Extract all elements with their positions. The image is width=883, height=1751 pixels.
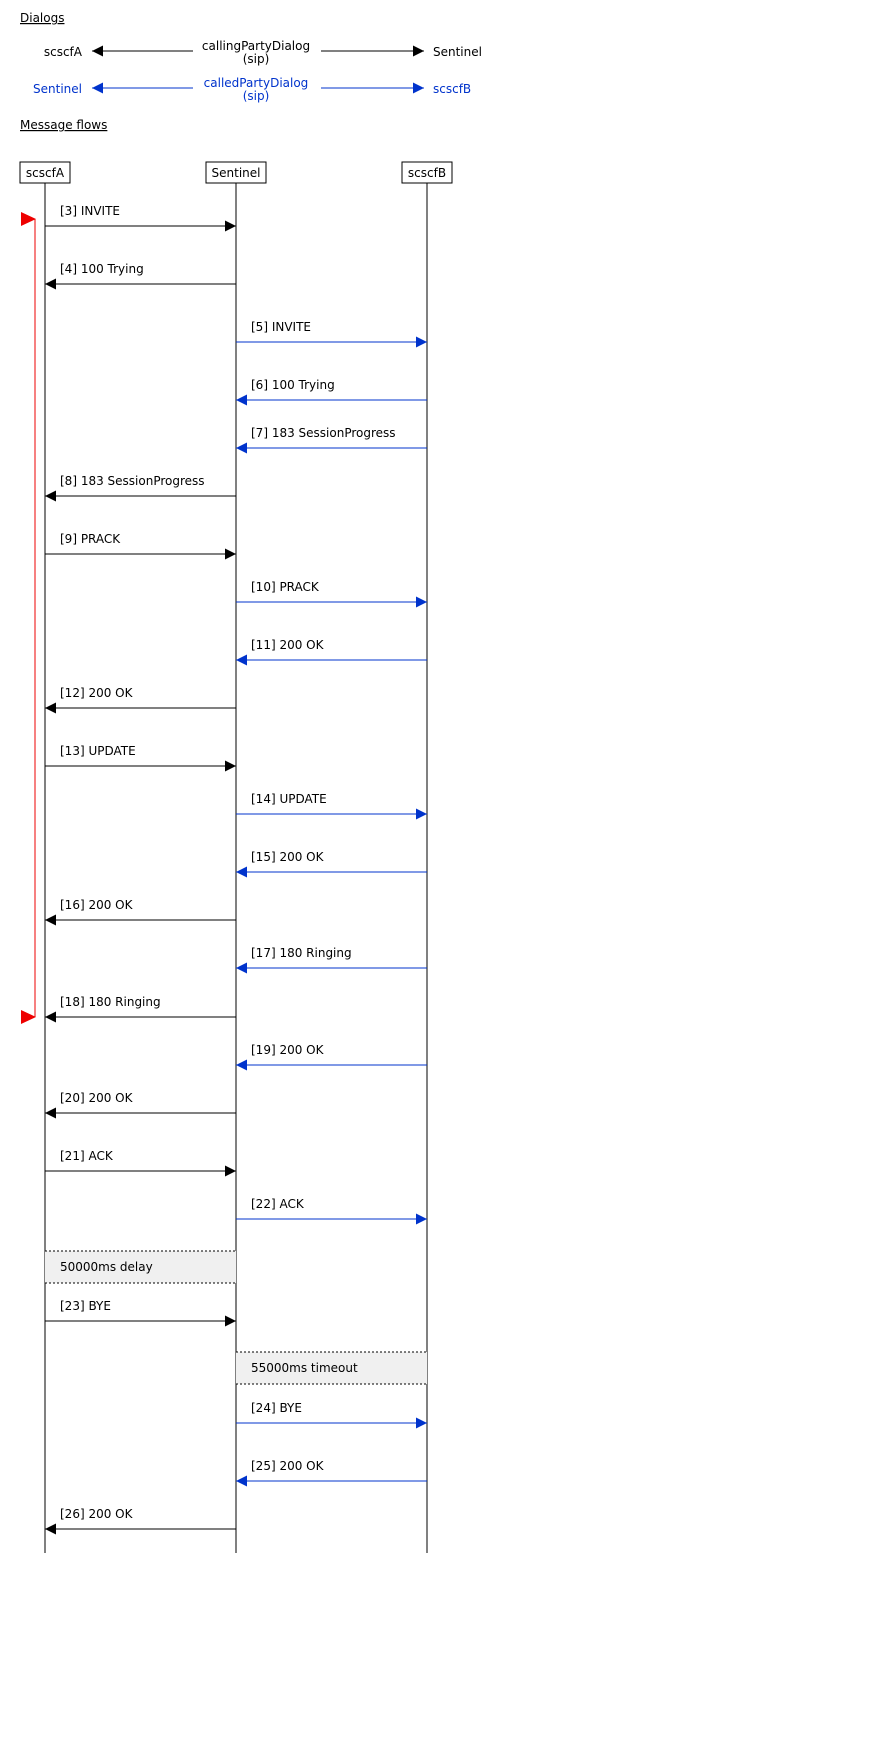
message-label: [24] BYE — [251, 1401, 302, 1415]
participant-label: scscfA — [26, 166, 65, 180]
message: [3] INVITE — [45, 204, 236, 232]
message-label: [16] 200 OK — [60, 898, 134, 912]
message-label: [10] PRACK — [251, 580, 320, 594]
message-label: [13] UPDATE — [60, 744, 136, 758]
dialog-left-endpoint: Sentinel — [33, 82, 82, 96]
note-background — [45, 1251, 236, 1283]
message: [20] 200 OK — [45, 1091, 236, 1119]
dialog-right-endpoint: scscfB — [433, 82, 471, 96]
message-label: [25] 200 OK — [251, 1459, 325, 1473]
message-label: [5] INVITE — [251, 320, 311, 334]
dialog-left-endpoint: scscfA — [44, 45, 83, 59]
participant-label: scscfB — [408, 166, 446, 180]
message: [13] UPDATE — [45, 744, 236, 772]
message-label: [15] 200 OK — [251, 850, 325, 864]
message: [19] 200 OK — [236, 1043, 427, 1071]
note-box: 55000ms timeout — [236, 1351, 427, 1385]
message: [22] ACK — [236, 1197, 427, 1225]
message-label: [17] 180 Ringing — [251, 946, 352, 960]
messages: [3] INVITE [4] 100 Trying [5] INVITE [6] 10… — [45, 204, 427, 1535]
message: [7] 183 SessionProgress — [236, 426, 427, 454]
message-label: [7] 183 SessionProgress — [251, 426, 396, 440]
message-label: [26] 200 OK — [60, 1507, 134, 1521]
message: [23] BYE — [45, 1299, 236, 1327]
message-label: [6] 100 Trying — [251, 378, 335, 392]
participants: scscfA Sentinel scscfB — [19, 161, 453, 1553]
red-end-flag-icon — [21, 1010, 36, 1024]
dialog-row-calling: scscfA callingPartyDialog (sip) Sentinel — [44, 39, 482, 66]
message-label: [18] 180 Ringing — [60, 995, 161, 1009]
red-start-flag-icon — [21, 212, 36, 226]
dialog-right-endpoint: Sentinel — [433, 45, 482, 59]
notes: 50000ms delay 55000ms timeout — [45, 1250, 427, 1385]
red-span-marker — [21, 212, 36, 1024]
dialog-name: calledPartyDialog — [204, 76, 309, 90]
message: [4] 100 Trying — [45, 262, 236, 290]
message-label: [21] ACK — [60, 1149, 114, 1163]
message: [26] 200 OK — [45, 1507, 236, 1535]
message: [18] 180 Ringing — [45, 995, 236, 1023]
participant-label: Sentinel — [212, 166, 261, 180]
message-label: [3] INVITE — [60, 204, 120, 218]
message: [25] 200 OK — [236, 1459, 427, 1487]
message-label: [20] 200 OK — [60, 1091, 134, 1105]
message: [24] BYE — [236, 1401, 427, 1429]
participant-scscfB: scscfB — [401, 161, 453, 1553]
message: [9] PRACK — [45, 532, 236, 560]
message-label: [8] 183 SessionProgress — [60, 474, 205, 488]
message: [15] 200 OK — [236, 850, 427, 878]
message: [5] INVITE — [236, 320, 427, 348]
note-label: 50000ms delay — [60, 1260, 153, 1274]
message-label: [14] UPDATE — [251, 792, 327, 806]
message: [21] ACK — [45, 1149, 236, 1177]
message-flows-heading: Message flows — [20, 118, 107, 132]
dialogs-heading: Dialogs — [20, 11, 64, 25]
note-background — [236, 1352, 427, 1384]
message-label: [9] PRACK — [60, 532, 121, 546]
participant-scscfA: scscfA — [19, 161, 71, 1553]
message-label: [23] BYE — [60, 1299, 111, 1313]
message-label: [12] 200 OK — [60, 686, 134, 700]
message: [10] PRACK — [236, 580, 427, 608]
dialog-protocol: (sip) — [243, 52, 270, 66]
dialog-row-called: Sentinel calledPartyDialog (sip) scscfB — [33, 76, 471, 103]
message: [16] 200 OK — [45, 898, 236, 926]
message: [17] 180 Ringing — [236, 946, 427, 974]
message-label: [22] ACK — [251, 1197, 305, 1211]
message-label: [19] 200 OK — [251, 1043, 325, 1057]
message: [12] 200 OK — [45, 686, 236, 714]
message: [8] 183 SessionProgress — [45, 474, 236, 502]
message: [11] 200 OK — [236, 638, 427, 666]
message: [6] 100 Trying — [236, 378, 427, 406]
note-label: 55000ms timeout — [251, 1361, 358, 1375]
note-box: 50000ms delay — [45, 1250, 236, 1284]
dialog-protocol: (sip) — [243, 89, 270, 103]
message: [14] UPDATE — [236, 792, 427, 820]
dialog-name: callingPartyDialog — [202, 39, 310, 53]
message-label: [11] 200 OK — [251, 638, 325, 652]
message-label: [4] 100 Trying — [60, 262, 144, 276]
